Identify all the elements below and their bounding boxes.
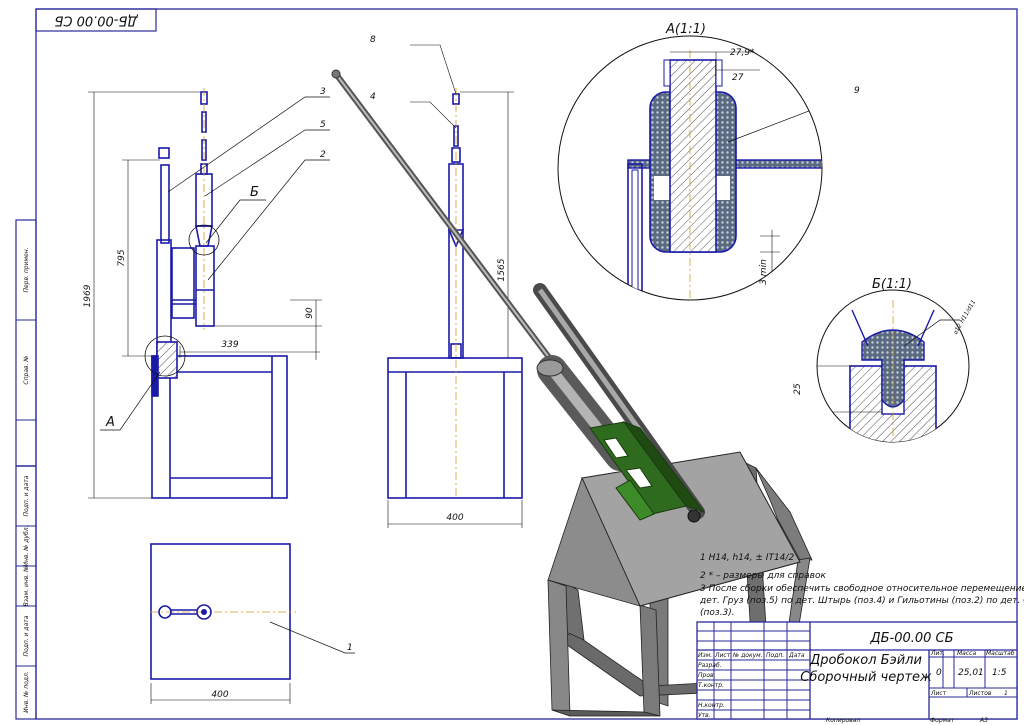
row-nkontr: Н.контр. [698,702,725,709]
dim-400-front: 400 [446,513,463,523]
title-code: ДБ-00.00 СБ [869,631,953,646]
dim-795: 795 [117,249,127,266]
detail-b-title: Б(1:1) [872,277,912,292]
dim-fit: ⌀12 H11/d11 [952,299,977,336]
side-stamp-1: Перв. примен. [23,247,30,292]
format-value: А3 [979,717,988,724]
dim-27: 27 [732,73,744,83]
dim-90: 90 [305,307,315,319]
col-mass: Масса [957,650,976,657]
note-4: дет. Груз (поз.5) по дет. Штырь (поз.4) … [699,596,1024,606]
col-doc: № докум. [732,652,763,659]
title-block [696,621,1018,720]
side-stamp-6: Подп. и дата [23,615,30,656]
dim-1565: 1565 [497,258,507,281]
row-prov: Пров. [698,672,716,679]
col-izm: Изм. [698,652,712,659]
front-view [387,93,523,499]
row-utv: Утв. [698,712,711,719]
note-3: 3 После сборки обеспечить свободное отно… [700,584,1024,594]
dim-3min: 3 min [759,259,769,285]
row-tkontr: Т.контр. [698,682,724,689]
pos-8: 8 [370,35,376,45]
plan-view [150,543,355,704]
sheets-label: Листов [968,690,992,697]
lit-value: 0 [936,668,942,678]
note-5: (поз.3). [700,608,735,618]
col-lit: Лит. [930,650,945,657]
col-scale: Масштаб [986,650,1015,657]
label-a-side: А [105,415,115,430]
side-view-dimensions [88,91,322,499]
dim-400-plan: 400 [211,690,228,700]
side-stamp-2: Справ. № [23,355,30,384]
pos-9: 9 [854,86,860,96]
pos-2-side: 2 [320,150,326,160]
col-sign: Подп. [766,652,784,659]
front-view-dimensions [387,44,523,528]
pos-3-side: 3 [320,87,326,97]
side-stamp-4: Инв. № дубл. [23,525,30,566]
col-date: Дата [788,652,805,659]
format-label: Формат [930,717,955,724]
dim-1969: 1969 [83,284,93,307]
side-stamp-7: Инв. № подл. [23,671,30,712]
row-razrab: Разраб. [698,662,722,669]
copied-label: Копировал [826,717,860,724]
title-line1: Дробокол Бэйли [809,653,922,668]
dim-339: 339 [221,340,238,350]
dim-25: 25 [793,383,803,395]
note-2: 2 * – размеры для справок [700,571,826,581]
scale-value: 1:5 [992,668,1007,678]
note-1: 1 H14, h14, ± IT14/2 [700,553,794,563]
detail-a-title: А(1:1) [665,22,706,37]
col-list: Лист [714,652,731,659]
detail-b-marker [188,224,220,256]
label-b-side: Б [250,185,259,200]
side-view [151,91,288,499]
dim-27-9: 27,9* [730,48,755,58]
sheet-label: Лист [930,690,947,697]
detail-a [557,35,823,301]
side-stamp-3: Подп. и дата [23,475,30,516]
top-code-text: ДБ-00.00 СБ [54,13,138,28]
technical-notes: 1 H14, h14, ± IT14/2 2 * – размеры для с… [699,553,1024,618]
title-line2: Сборочный чертеж [800,670,932,685]
pos-5-side: 5 [320,120,326,130]
side-stamp: Перв. примен. Справ. № Подп. и дата Инв.… [15,219,37,720]
side-stamp-5: Взам. инв. № [23,566,30,607]
detail-b [816,289,970,443]
sheets-count: 1 [1004,690,1008,697]
side-view-leaders [100,96,330,431]
mass-value: 25,01 [958,668,984,678]
pos-4: 4 [370,92,376,102]
top-code-box: ДБ-00.00 СБ [35,8,157,32]
pos-1: 1 [347,643,353,653]
